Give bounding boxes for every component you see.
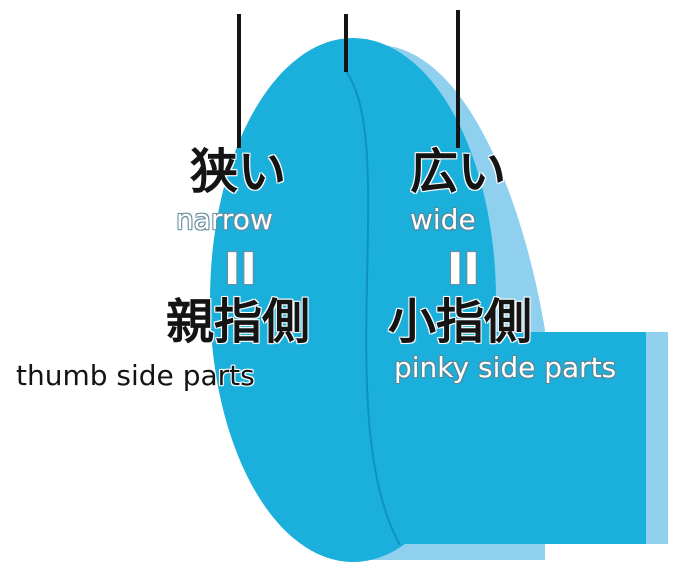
pinky-jp-label: 小指側	[388, 294, 533, 350]
pinky-en-label: pinky side parts	[394, 351, 617, 384]
wide-en-label: wide	[410, 203, 476, 236]
thumb-jp-label: 親指側	[166, 294, 311, 350]
equals-sign-left: II	[224, 244, 257, 295]
wide-jp-label: 広い	[410, 144, 507, 200]
narrow-en-label: narrow	[176, 203, 273, 236]
equals-sign-right: II	[447, 244, 480, 295]
thumb-en-label: thumb side parts	[16, 359, 255, 392]
fold-curve	[344, 69, 401, 546]
disc-body	[210, 38, 496, 562]
narrow-jp-label: 狭い	[190, 144, 287, 200]
